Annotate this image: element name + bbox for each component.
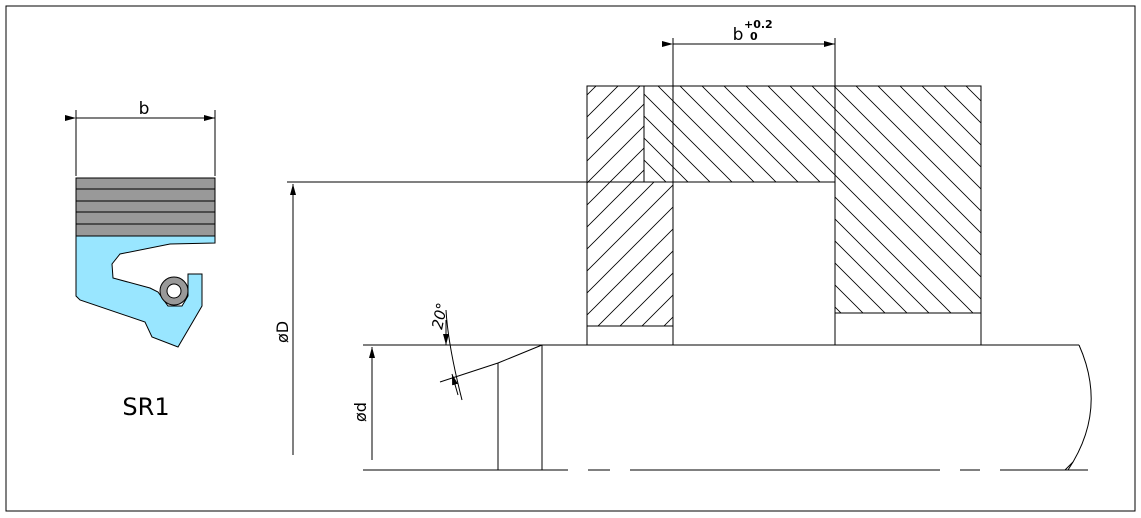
seal-profile: b SR1 [65, 99, 216, 421]
seal-body [75, 235, 216, 348]
housing-top-bridge [672, 85, 836, 183]
housing-left-strip [643, 85, 674, 183]
seal-groove [672, 181, 836, 346]
inner-diameter-label: ød [351, 402, 370, 422]
housing-right [834, 85, 982, 314]
spring-bands [75, 177, 216, 237]
groove-tol-upper: +0.2 [744, 18, 773, 31]
housing-left-upper [586, 85, 645, 183]
frame-border [5, 5, 1136, 512]
seal-width-label: b [139, 99, 150, 119]
groove-width-label: b [733, 25, 744, 45]
housing-section [586, 85, 982, 346]
shaft [363, 344, 1092, 471]
inner-diameter-dimension: ød [351, 347, 375, 460]
profile-code-label: SR1 [122, 393, 169, 421]
outer-diameter-dimension: øD [273, 181, 587, 455]
groove-tol-lower: 0 [750, 30, 758, 43]
chamfer-angle-dimension: 20° [428, 301, 463, 401]
groove-width-dimension: b +0.2 0 [662, 18, 836, 86]
chamfer-angle-label: 20° [428, 301, 451, 331]
outer-diameter-label: øD [273, 321, 292, 343]
housing-left-lower [586, 181, 674, 327]
